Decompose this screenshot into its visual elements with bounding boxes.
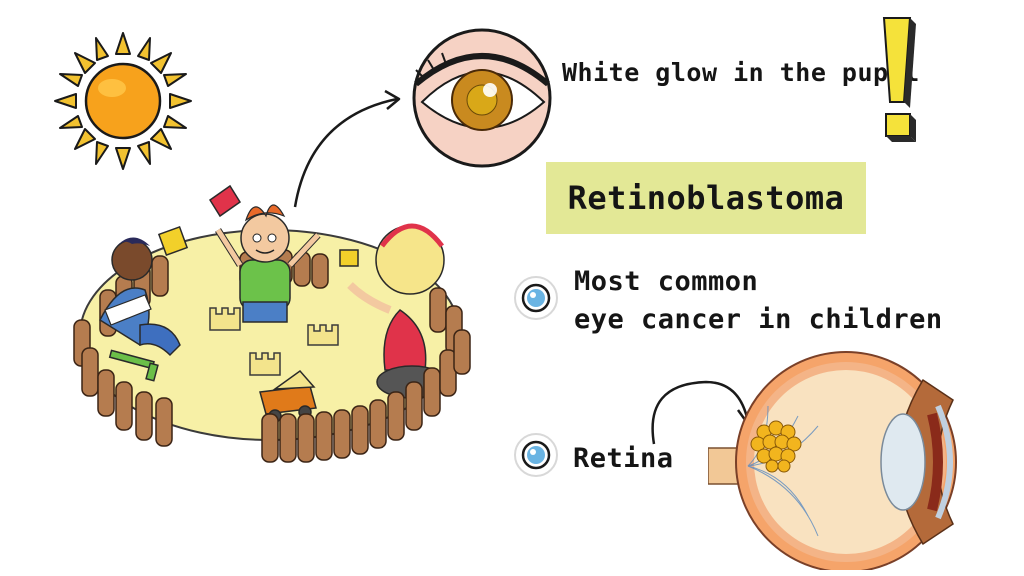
arrow-to-eye (293, 89, 401, 208)
fact-line-2: eye cancer in children (574, 304, 943, 335)
fact-line-1: Most common (574, 266, 759, 297)
eye-bullet-icon (514, 276, 558, 320)
tumor-cluster (750, 420, 802, 473)
rake-toy (108, 349, 159, 382)
page-title: Retinoblastoma (567, 179, 845, 217)
eye-closeup-icon (412, 28, 552, 168)
exclamation-icon (882, 17, 916, 142)
eye-bullet-icon (514, 433, 558, 477)
child-boy-left (99, 225, 189, 357)
caption-white-glow: White glow in the pupil (562, 58, 920, 87)
fence-front (73, 319, 471, 463)
title-highlight-band: Retinoblastoma (546, 162, 866, 234)
eye-cross-section-icon (708, 351, 957, 570)
sun-icon (54, 32, 192, 170)
label-retina: Retina (573, 443, 674, 474)
child-center (208, 184, 359, 323)
sandbox-illustration (73, 184, 471, 463)
fact-most-common: Most common eye cancer in children (574, 263, 943, 339)
